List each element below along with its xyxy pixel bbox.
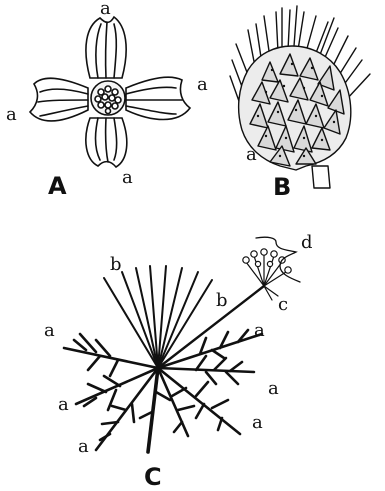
label-a-bottom: a xyxy=(122,167,133,188)
caption-a: A xyxy=(48,172,67,200)
panel-b-stem xyxy=(312,166,330,188)
label-c-b-lower: b xyxy=(216,290,228,311)
caption-c: C xyxy=(144,463,162,491)
caption-b: B xyxy=(273,173,291,201)
label-c-a-4: a xyxy=(268,378,279,399)
panel-c-bracket-d xyxy=(256,237,300,282)
label-c-a-5: a xyxy=(78,436,89,457)
label-c-a-6: a xyxy=(252,412,263,433)
label-a-right: a xyxy=(197,74,208,95)
panel-c-rays xyxy=(104,266,212,368)
label-b-a: a xyxy=(246,144,257,165)
panel-c xyxy=(64,237,300,452)
label-c-b-upper: b xyxy=(110,254,122,275)
label-a-left: a xyxy=(6,104,17,125)
label-a-top: a xyxy=(100,0,111,19)
panel-a xyxy=(30,17,190,167)
label-c-c: c xyxy=(278,294,288,315)
label-c-a-3: a xyxy=(58,394,69,415)
panel-a-flower-cluster xyxy=(91,81,125,115)
label-c-d: d xyxy=(301,232,313,253)
label-c-a-1: a xyxy=(44,320,55,341)
label-c-a-2: a xyxy=(254,320,265,341)
